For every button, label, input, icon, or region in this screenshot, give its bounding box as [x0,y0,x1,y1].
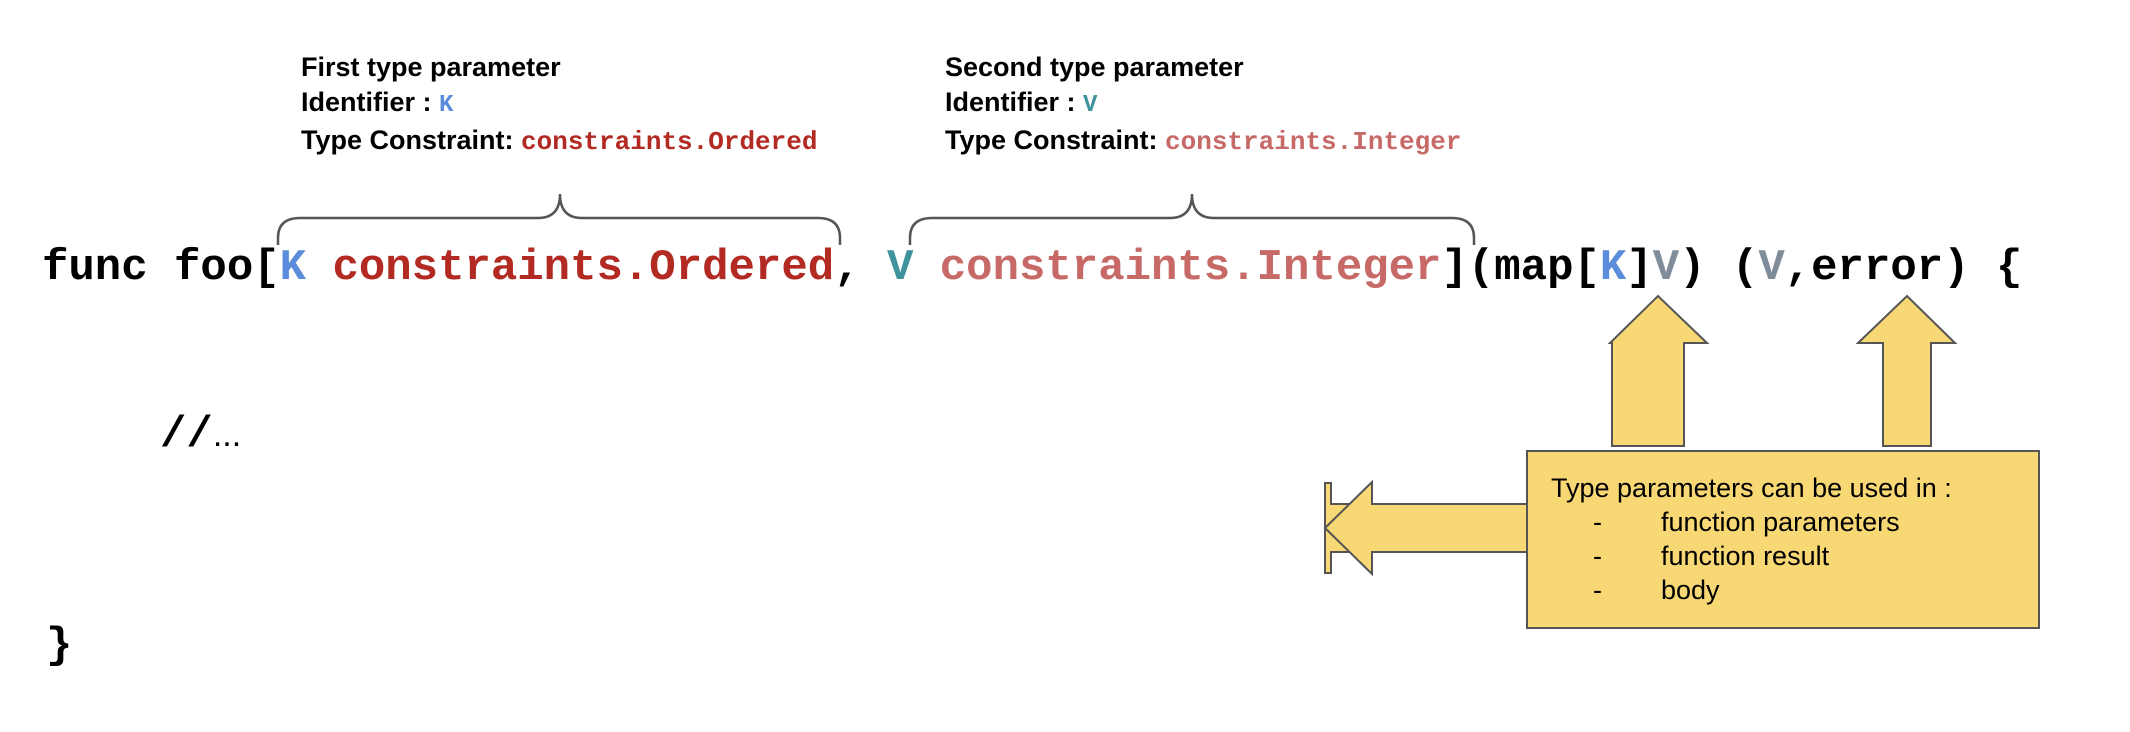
first-param-brace [276,193,842,245]
type-constraint-integer: constraints.Integer [913,243,1442,293]
result-v: V [1758,243,1785,293]
type-params-close-bracket: ] [1441,243,1468,293]
bullet-dash: - [1593,541,1602,571]
params-bracket: ] [1626,243,1653,293]
first-type-parameter-annotation: First type parameter Identifier : K Type… [301,50,817,160]
first-param-heading: First type parameter [301,52,561,82]
params-v: V [1652,243,1680,293]
first-param-constraint-line: Type Constraint: constraints.Ordered [301,123,817,160]
params-k: K [1599,243,1627,293]
body-comment: //... [160,406,241,461]
type-constraint-ordered: constraints.Ordered [306,243,835,293]
type-params-comma: , [834,243,887,293]
constraint-label: Type Constraint: [945,125,1166,155]
first-param-identifier: K [439,92,454,119]
bullet-dash: - [1593,507,1602,537]
usage-callout: Type parameters can be used in : - functi… [1527,451,2039,628]
second-param-constraint: constraints.Integer [1165,127,1462,157]
func-keyword: func foo [42,243,254,293]
second-param-brace [908,193,1476,245]
second-param-identifier-line: Identifier : V [945,85,1461,123]
second-param-heading: Second type parameter [945,52,1244,82]
params-close: ) ( [1679,243,1759,293]
comment-dots: ... [212,416,242,454]
result-rest: ,error) { [1784,243,2023,293]
type-param-k: K [279,243,307,293]
callout-title: Type parameters can be used in : [1551,473,1952,503]
first-param-constraint: constraints.Ordered [521,127,818,157]
type-params-open-bracket: [ [253,243,280,293]
second-param-constraint-line: Type Constraint: constraints.Integer [945,123,1461,160]
closing-brace: } [46,621,73,671]
identifier-label: Identifier : [945,87,1084,117]
bullet-dash: - [1593,575,1602,605]
identifier-label: Identifier : [301,87,440,117]
arrow-to-body-outline [1323,479,1527,577]
first-param-identifier-line: Identifier : K [301,85,817,123]
arrow-to-parameters [1607,294,1710,447]
list-item-label: function result [1661,541,1830,571]
function-signature: func foo[K constraints.Ordered, V constr… [42,242,2022,294]
second-type-parameter-annotation: Second type parameter Identifier : V Typ… [945,50,1461,160]
comment-slashes: // [160,410,213,460]
constraint-label: Type Constraint: [301,125,522,155]
second-param-identifier: V [1083,92,1098,119]
list-item-label: function parameters [1661,507,1900,537]
params-open: (map[ [1467,243,1600,293]
type-param-v: V [886,243,914,293]
arrow-to-result [1855,294,1958,447]
list-item-label: body [1661,575,1720,605]
callout-box [1526,450,2040,629]
